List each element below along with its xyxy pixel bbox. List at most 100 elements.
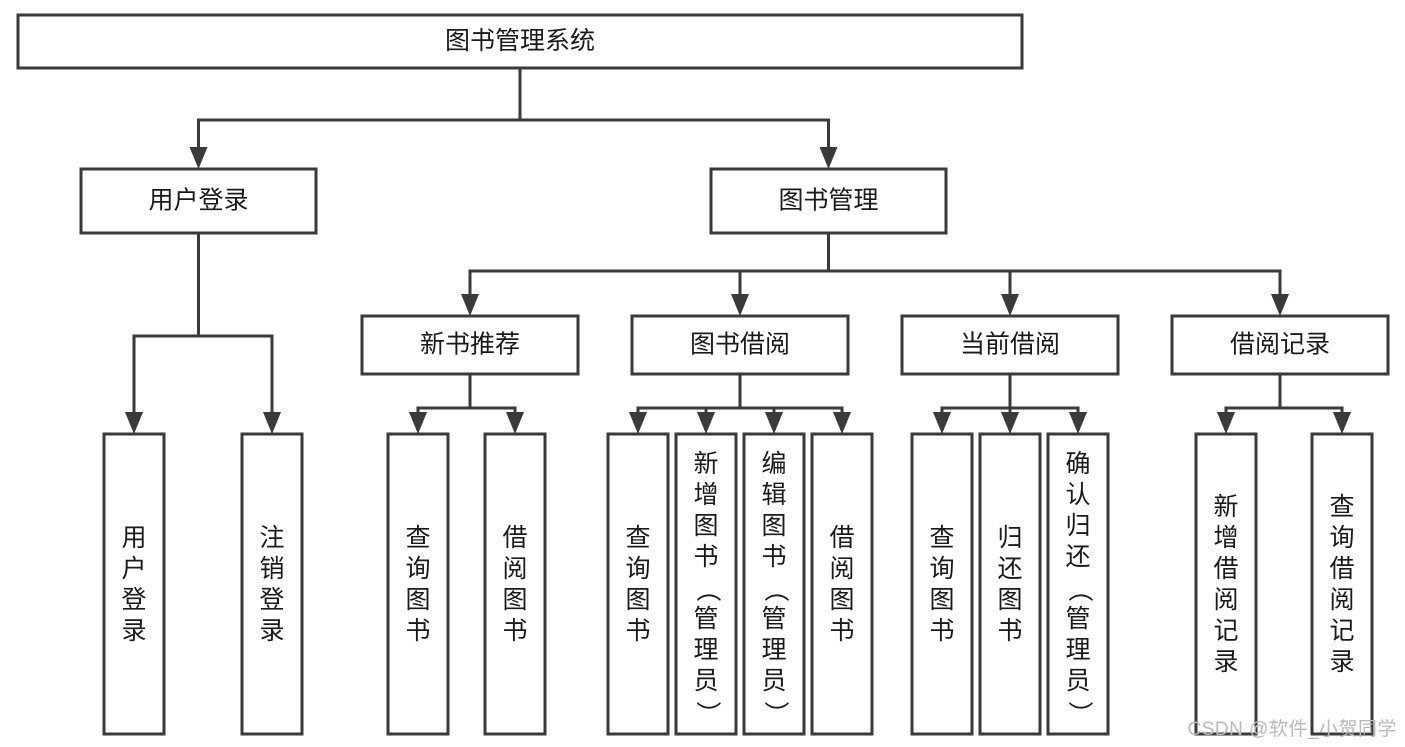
node-label: 借阅记录: [1230, 331, 1330, 359]
arrow-head-icon: [629, 412, 647, 434]
node-user-login[interactable]: 用户登录: [79, 167, 318, 235]
label-glyph: 登: [259, 586, 284, 614]
label-glyph: 编: [761, 450, 786, 478]
label-glyph: 录: [259, 617, 284, 645]
label-glyph: 借: [1329, 555, 1354, 583]
label-glyph: 还: [1065, 543, 1090, 571]
label-glyph: （: [1065, 577, 1093, 602]
node-borrow-record[interactable]: 借阅记录: [1170, 314, 1390, 376]
label-glyph: 记: [1329, 617, 1354, 645]
label-glyph: 图: [997, 586, 1022, 614]
label-glyph: 询: [405, 555, 430, 583]
arrow-head-icon: [1001, 294, 1019, 316]
node-box[interactable]: [386, 432, 450, 736]
node-box[interactable]: [742, 432, 806, 736]
node-box[interactable]: [102, 432, 166, 736]
node-label: 当前借阅: [960, 331, 1060, 359]
node-box[interactable]: [240, 432, 304, 736]
node-box[interactable]: [483, 432, 547, 736]
arrow-head-icon: [933, 412, 951, 434]
label-glyph: 管: [761, 605, 786, 633]
node-box[interactable]: [674, 432, 738, 736]
node-layer: 图书管理系统用户登录图书管理用户登录注销登录新书推荐查询图书借阅图书图书借阅查询…: [16, 13, 1390, 736]
label-glyph: 书: [929, 617, 954, 645]
label-glyph: 理: [693, 636, 718, 664]
label-glyph: 书: [693, 543, 718, 571]
label-glyph: 阅: [502, 555, 527, 583]
node-box[interactable]: [360, 314, 580, 376]
node-box[interactable]: [1194, 432, 1258, 736]
label-glyph: 书: [829, 617, 854, 645]
label-glyph: 用: [121, 524, 146, 552]
label-glyph: 阅: [1329, 586, 1354, 614]
label-glyph: 借: [829, 524, 854, 552]
label-glyph: 增: [693, 481, 718, 509]
node-leaf-user-login[interactable]: 用户登录: [102, 432, 166, 736]
label-glyph: 图: [405, 586, 430, 614]
node-book-manage[interactable]: 图书管理: [709, 167, 948, 235]
node-box[interactable]: [1170, 314, 1390, 376]
label-glyph: 归: [1065, 512, 1090, 540]
node-box[interactable]: [630, 314, 850, 376]
node-new-book-recommend[interactable]: 新书推荐: [360, 314, 580, 376]
node-box[interactable]: [16, 13, 1024, 70]
node-box[interactable]: [1310, 432, 1374, 736]
label-glyph: 借: [1213, 555, 1238, 583]
label-glyph: 辑: [761, 481, 786, 509]
label-glyph: 询: [929, 555, 954, 583]
node-current-borrow[interactable]: 当前借阅: [900, 314, 1120, 376]
label-glyph: 员: [761, 667, 786, 695]
label-glyph: 询: [625, 555, 650, 583]
label-glyph: 录: [121, 617, 146, 645]
arrow-head-icon: [765, 412, 783, 434]
label-glyph: 询: [1329, 524, 1354, 552]
label-glyph: 书: [997, 617, 1022, 645]
node-box[interactable]: [978, 432, 1042, 736]
node-root[interactable]: 图书管理系统: [16, 13, 1024, 70]
node-label: 图书管理: [778, 187, 878, 215]
node-box[interactable]: [79, 167, 318, 235]
label-glyph: 户: [121, 555, 146, 583]
node-box[interactable]: [810, 432, 874, 736]
connector-layer: [125, 66, 1351, 434]
node-book-borrow[interactable]: 图书借阅: [630, 314, 850, 376]
node-box[interactable]: [1046, 432, 1110, 736]
label-glyph: 图: [625, 586, 650, 614]
node-box[interactable]: [709, 167, 948, 235]
arrow-head-icon: [1001, 412, 1019, 434]
arrow-head-icon: [263, 412, 281, 434]
label-glyph: 理: [1065, 636, 1090, 664]
label-glyph: ）: [693, 701, 721, 726]
node-label: 新书推荐: [420, 331, 520, 359]
label-glyph: 归: [997, 524, 1022, 552]
node-box[interactable]: [900, 314, 1120, 376]
label-glyph: 录: [1213, 648, 1238, 676]
node-box[interactable]: [606, 432, 670, 736]
label-glyph: ）: [1065, 701, 1093, 726]
node-box[interactable]: [910, 432, 974, 736]
node-label: 用户登录: [148, 187, 248, 215]
label-glyph: 查: [405, 524, 430, 552]
label-glyph: 书: [405, 617, 430, 645]
arrow-head-icon: [1069, 412, 1087, 434]
